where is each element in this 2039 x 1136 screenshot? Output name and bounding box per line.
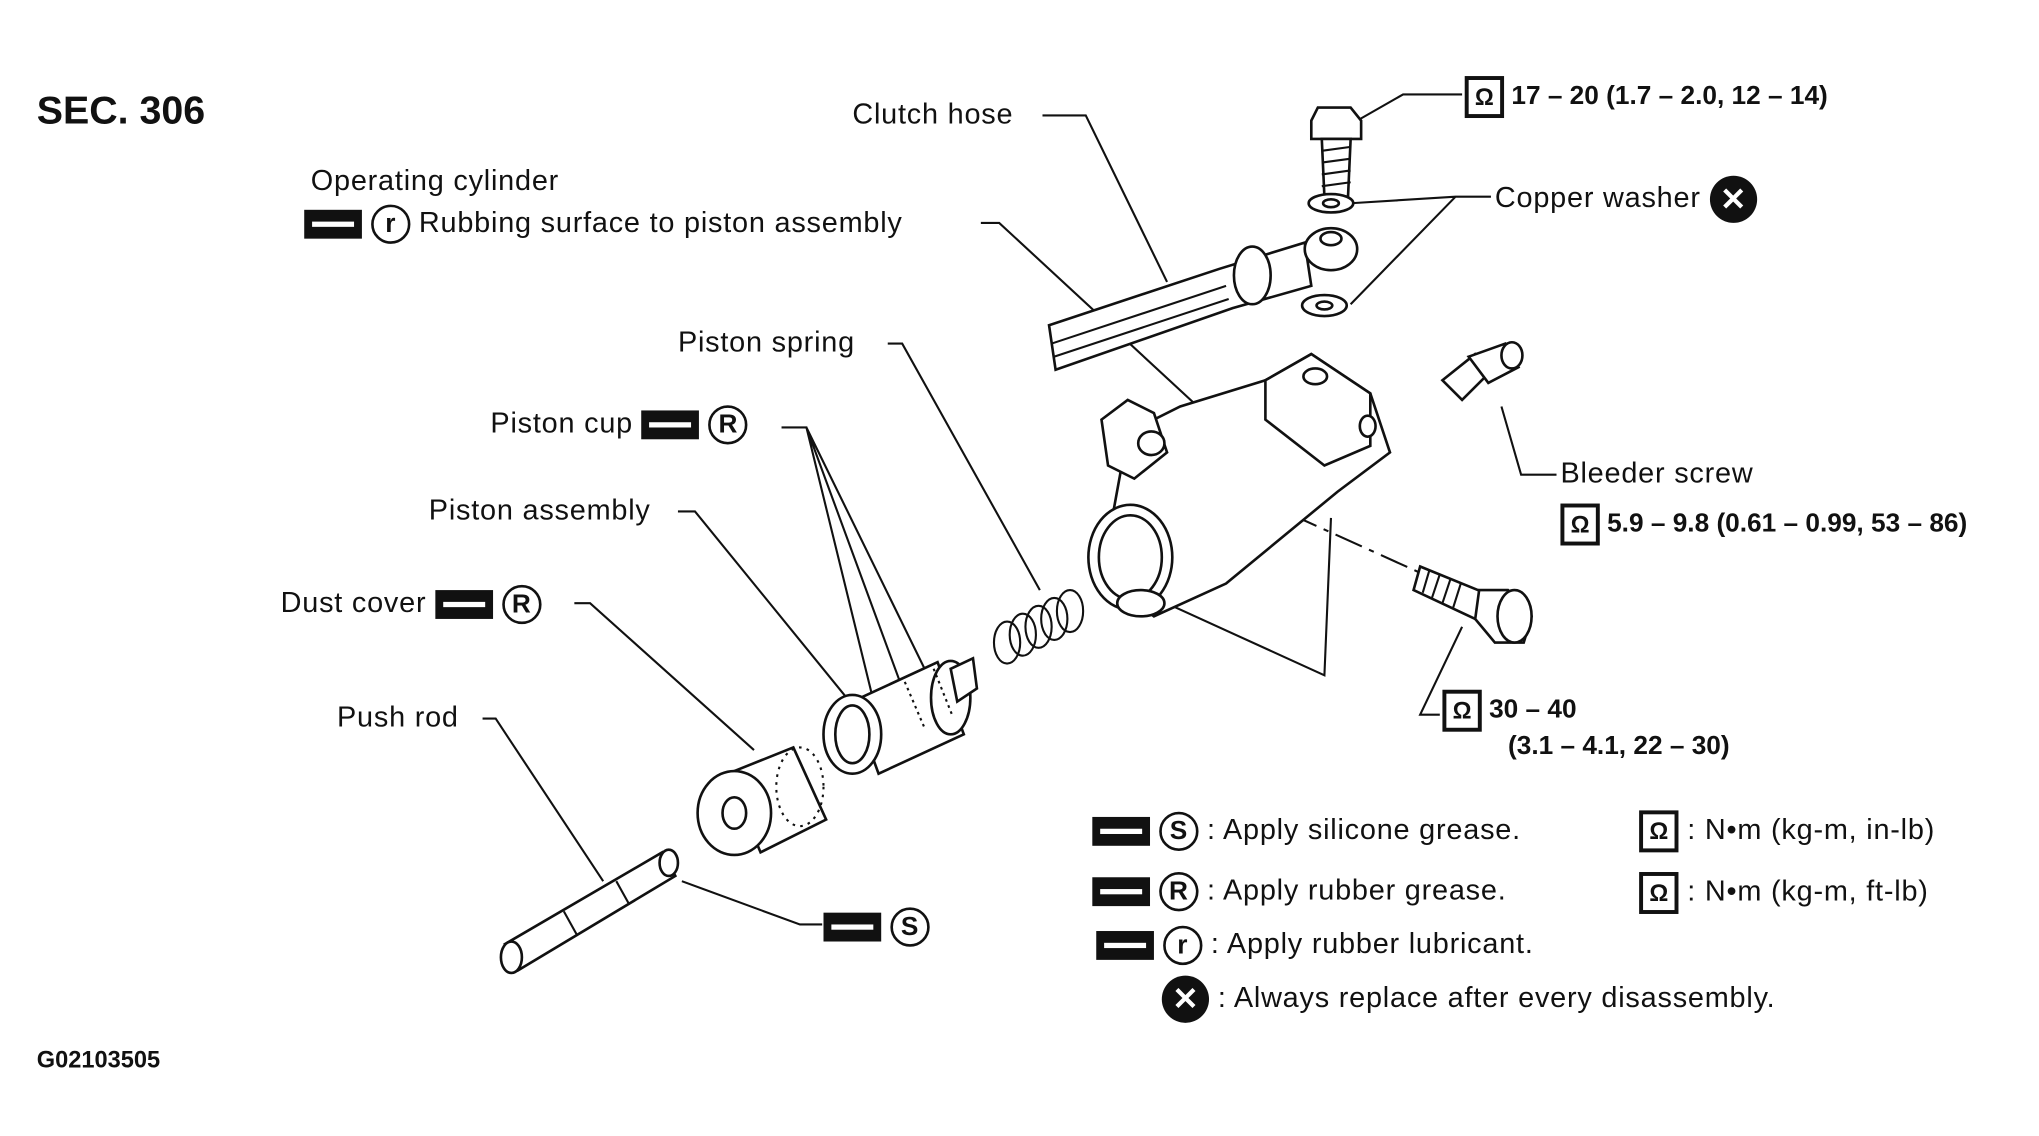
hose-bolt-torque-value: 17 – 20 (1.7 – 2.0, 12 – 14): [1511, 81, 1828, 111]
mount-bolt-torque-line2: (3.1 – 4.1, 22 – 30): [1507, 731, 1730, 761]
clutch-hose-label: Clutch hose: [852, 97, 1014, 130]
replace-icon: ✕: [1161, 975, 1210, 1023]
legend-rubber-grease-text: : Apply rubber grease.: [1206, 873, 1507, 906]
piston-cup-label: Piston cup: [490, 406, 634, 440]
rubber-lubricant-symbol: r: [370, 204, 411, 244]
mounting-bolt: [1412, 564, 1534, 644]
bleeder-torque-value: 5.9 – 9.8 (0.61 – 0.99, 53 – 86): [1607, 509, 1968, 539]
legend-replace: ✕ : Always replace after every disassemb…: [1161, 975, 1776, 1023]
dust-cover-callout: Dust cover R: [280, 584, 542, 625]
rubber-grease-symbol: R: [1158, 872, 1199, 912]
push-rod-label: Push rod: [337, 700, 459, 734]
copper-washer-callout: Copper washer ✕: [1494, 175, 1757, 223]
push-rod-grease-callout: S: [823, 907, 930, 947]
piston-assembly-label: Piston assembly: [428, 493, 651, 526]
wrench-icon: Ω: [1442, 689, 1482, 732]
legend-unit-inlb: Ω : N•m (kg-m, in-lb): [1639, 810, 1936, 853]
rubbing-surface-callout: r Rubbing surface to piston assembly: [304, 204, 903, 244]
hose-bolt-torque: Ω 17 – 20 (1.7 – 2.0, 12 – 14): [1464, 76, 1828, 119]
grease-icon: [1092, 816, 1151, 846]
rubber-lubricant-symbol: r: [1162, 925, 1203, 966]
hose-bolt: [1300, 106, 1363, 318]
legend-unit-inlb-text: : N•m (kg-m, in-lb): [1687, 812, 1936, 846]
mount-bolt-torque: Ω 30 – 40: [1442, 689, 1577, 732]
dust-cover-label: Dust cover: [280, 585, 427, 619]
wrench-icon: Ω: [1639, 872, 1679, 914]
wrench-icon: Ω: [1639, 810, 1679, 853]
legend-rubber-grease: R : Apply rubber grease.: [1092, 872, 1507, 912]
legend-rubber-lubricant: r : Apply rubber lubricant.: [1096, 925, 1534, 966]
wrench-icon: Ω: [1464, 76, 1505, 119]
bleeder-screw: [1440, 340, 1524, 402]
legend-replace-text: : Always replace after every disassembly…: [1217, 980, 1776, 1014]
grease-icon: [641, 410, 700, 440]
legend-rubber-lubricant-text: : Apply rubber lubricant.: [1210, 926, 1534, 960]
grease-icon: [823, 912, 882, 942]
legend-silicone-text: : Apply silicone grease.: [1206, 812, 1521, 846]
piston-assembly: [822, 656, 979, 776]
legend-unit-ftlb: Ω : N•m (kg-m, ft-lb): [1639, 872, 1929, 914]
operating-cylinder: [1087, 352, 1392, 618]
silicone-grease-symbol: S: [890, 907, 930, 947]
legend-silicone: S : Apply silicone grease.: [1092, 811, 1521, 852]
mount-bolt-torque-line1: 30 – 40: [1489, 695, 1577, 725]
dust-cover: [696, 745, 828, 857]
leader-lines: [482, 93, 1557, 926]
rubber-grease-symbol: R: [708, 405, 748, 445]
legend-unit-ftlb-text: : N•m (kg-m, ft-lb): [1687, 874, 1929, 908]
piston-spring: [992, 589, 1085, 665]
grease-icon: [1096, 931, 1154, 960]
grease-icon: [1092, 877, 1151, 907]
push-rod: [499, 848, 680, 975]
rubbing-surface-label: Rubbing surface to piston assembly: [418, 205, 903, 239]
bleeder-torque: Ω 5.9 – 9.8 (0.61 – 0.99, 53 – 86): [1560, 503, 1968, 546]
operating-cylinder-label: Operating cylinder: [310, 163, 560, 197]
bleeder-screw-label: Bleeder screw: [1560, 456, 1754, 490]
section-number: SEC. 306: [36, 89, 206, 133]
copper-washer-label: Copper washer: [1494, 180, 1701, 214]
figure-code: G02103505: [36, 1046, 161, 1073]
rubber-grease-symbol: R: [501, 584, 542, 625]
replace-icon: ✕: [1709, 175, 1757, 223]
clutch-hose: [1047, 226, 1359, 372]
piston-cup-callout: Piston cup R: [490, 405, 748, 445]
grease-icon: [304, 209, 362, 239]
wrench-icon: Ω: [1560, 503, 1600, 546]
piston-spring-label: Piston spring: [677, 325, 855, 358]
silicone-grease-symbol: S: [1158, 811, 1199, 852]
grease-icon: [435, 590, 493, 619]
